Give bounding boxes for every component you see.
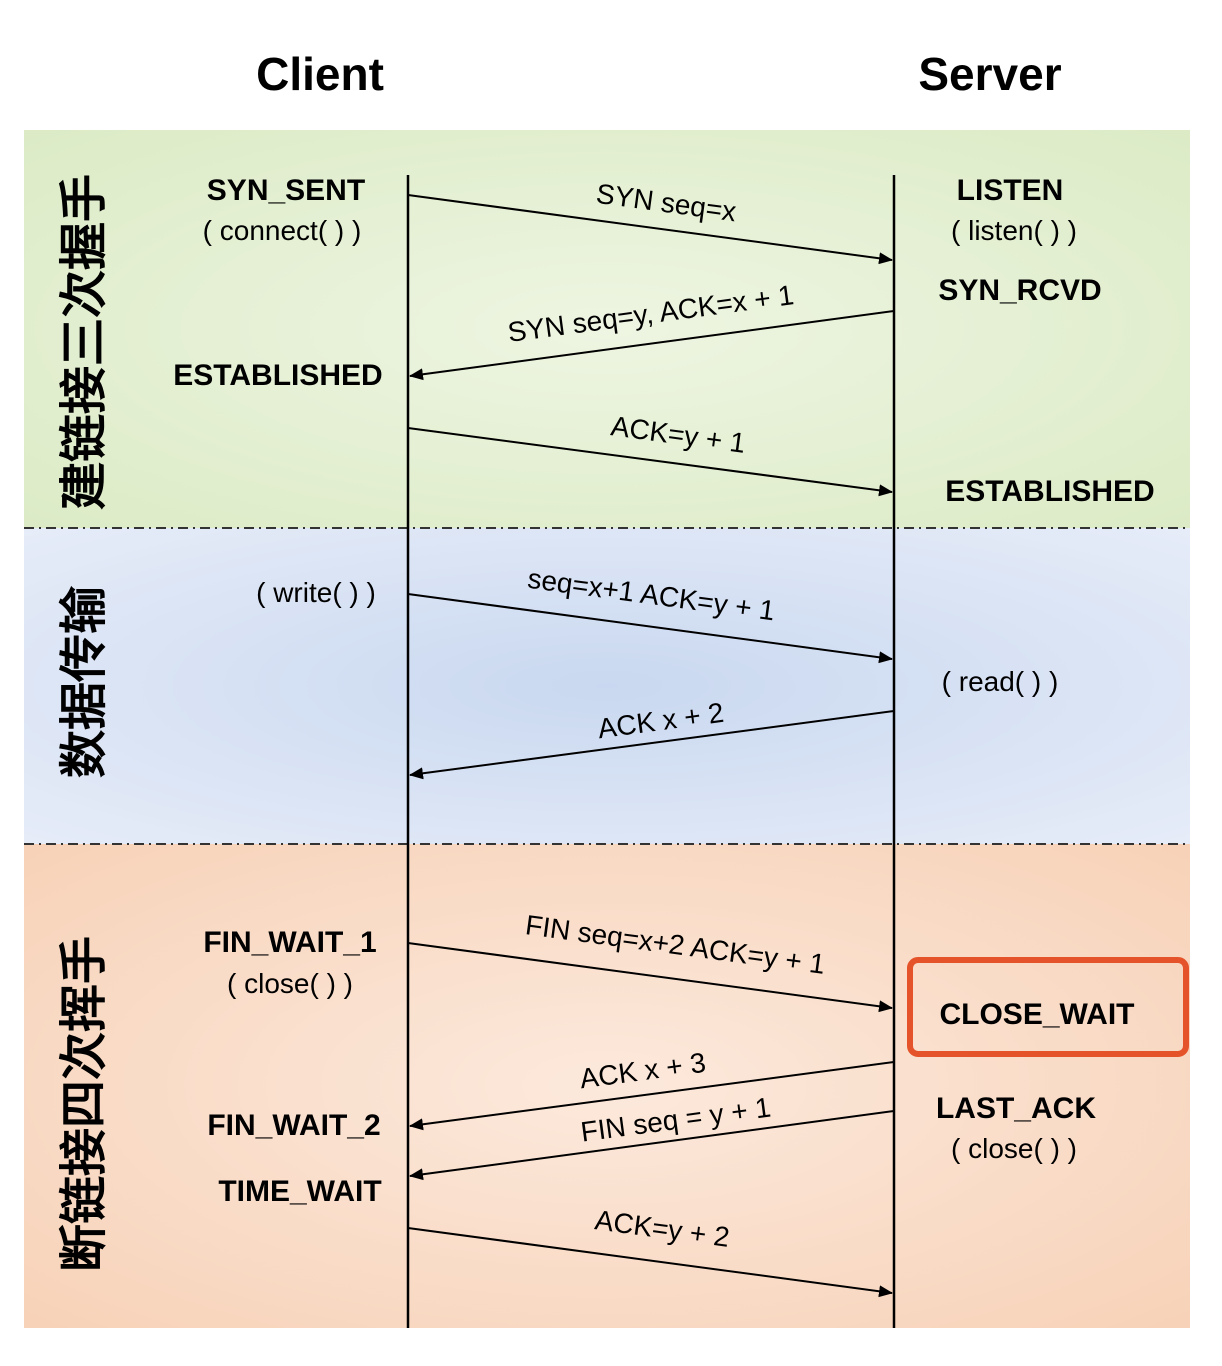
arrow-data — [407, 593, 893, 664]
server-state-listen: LISTEN — [957, 174, 1064, 207]
close-wait-highlight — [907, 957, 1189, 1057]
client-header: Client — [256, 48, 384, 100]
phase-label-teardown: 断链接四次挥手 — [56, 936, 112, 1272]
client-call-connect: ( connect( ) ) — [203, 215, 362, 246]
arrow-ack-fin1 — [409, 1061, 895, 1131]
client-state-syn-sent: SYN_SENT — [207, 174, 365, 207]
client-state-established: ESTABLISHED — [173, 359, 382, 392]
client-call-write: ( write( ) ) — [256, 577, 376, 608]
server-call-read: ( read( ) ) — [942, 666, 1059, 697]
server-call-close: ( close( ) ) — [951, 1133, 1077, 1164]
arrow-fin1 — [407, 942, 893, 1013]
arrow-data-ack — [409, 710, 895, 780]
client-state-fin-wait-2: FIN_WAIT_2 — [207, 1109, 380, 1142]
server-state-last-ack: LAST_ACK — [936, 1092, 1096, 1125]
server-state-syn-rcvd: SYN_RCVD — [938, 274, 1101, 307]
server-header: Server — [918, 48, 1061, 100]
arrow-syn — [407, 194, 893, 265]
arrow-ack-fin2 — [407, 1227, 893, 1298]
arrow-fin2 — [409, 1110, 895, 1181]
handshake-band — [24, 130, 1190, 528]
transfer-band — [24, 528, 1190, 844]
server-state-close-wait: CLOSE_WAIT — [939, 998, 1134, 1031]
client-call-close: ( close( ) ) — [227, 968, 353, 999]
phase-label-handshake: 建链接三次握手 — [56, 174, 112, 510]
client-state-fin-wait-1: FIN_WAIT_1 — [203, 926, 376, 959]
client-state-time-wait: TIME_WAIT — [218, 1175, 381, 1208]
arrow-ack1 — [407, 427, 893, 497]
arrow-syn-ack — [409, 310, 895, 381]
server-state-established: ESTABLISHED — [945, 475, 1154, 508]
phase-label-transfer: 数据传输 — [56, 585, 112, 778]
teardown-band — [24, 844, 1190, 1328]
server-call-listen: ( listen( ) ) — [951, 215, 1077, 246]
